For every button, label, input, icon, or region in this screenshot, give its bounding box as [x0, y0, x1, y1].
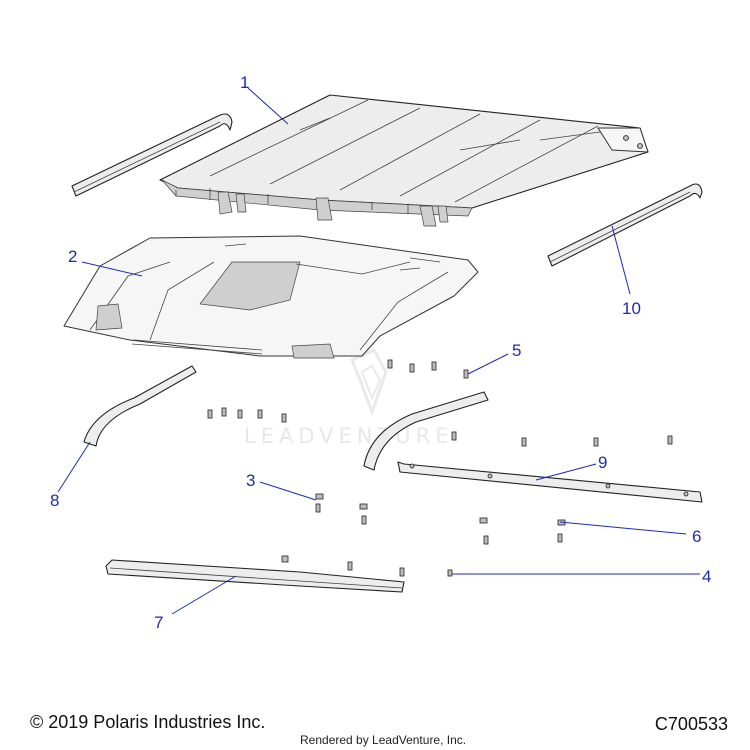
callout-5: 5	[512, 341, 521, 360]
callout-6: 6	[692, 527, 701, 546]
callout-9: 9	[598, 453, 607, 472]
part-10-right-trim	[547, 183, 703, 267]
callout-10: 10	[622, 299, 641, 318]
part-1-roof-top-panel	[159, 94, 649, 227]
copyright-text: © 2019 Polaris Industries Inc.	[30, 712, 266, 732]
part-7-front-bar	[105, 559, 405, 593]
callout-3: 3	[246, 471, 255, 490]
callout-7: 7	[154, 613, 163, 632]
callout-labels: 1 2 3 4 5 6 7 8 9 10	[50, 73, 711, 632]
callout-4: 4	[702, 567, 711, 586]
callout-2: 2	[68, 247, 77, 266]
rendered-by-text: Rendered by LeadVenture, Inc.	[300, 733, 467, 747]
mid-curved-trim	[363, 391, 489, 471]
leadventure-watermark: LEADVENTURE	[244, 348, 454, 448]
leader-lines	[57, 87, 700, 615]
part-2-headliner	[63, 235, 479, 359]
diagram-code: C700533	[654, 714, 728, 734]
part-8-left-curved-trim	[83, 365, 197, 447]
part-9-rear-rail	[397, 461, 703, 503]
watermark-text: LEADVENTURE	[244, 424, 454, 448]
callout-1: 1	[240, 73, 249, 92]
callout-8: 8	[50, 491, 59, 510]
upper-left-trim	[71, 113, 233, 197]
